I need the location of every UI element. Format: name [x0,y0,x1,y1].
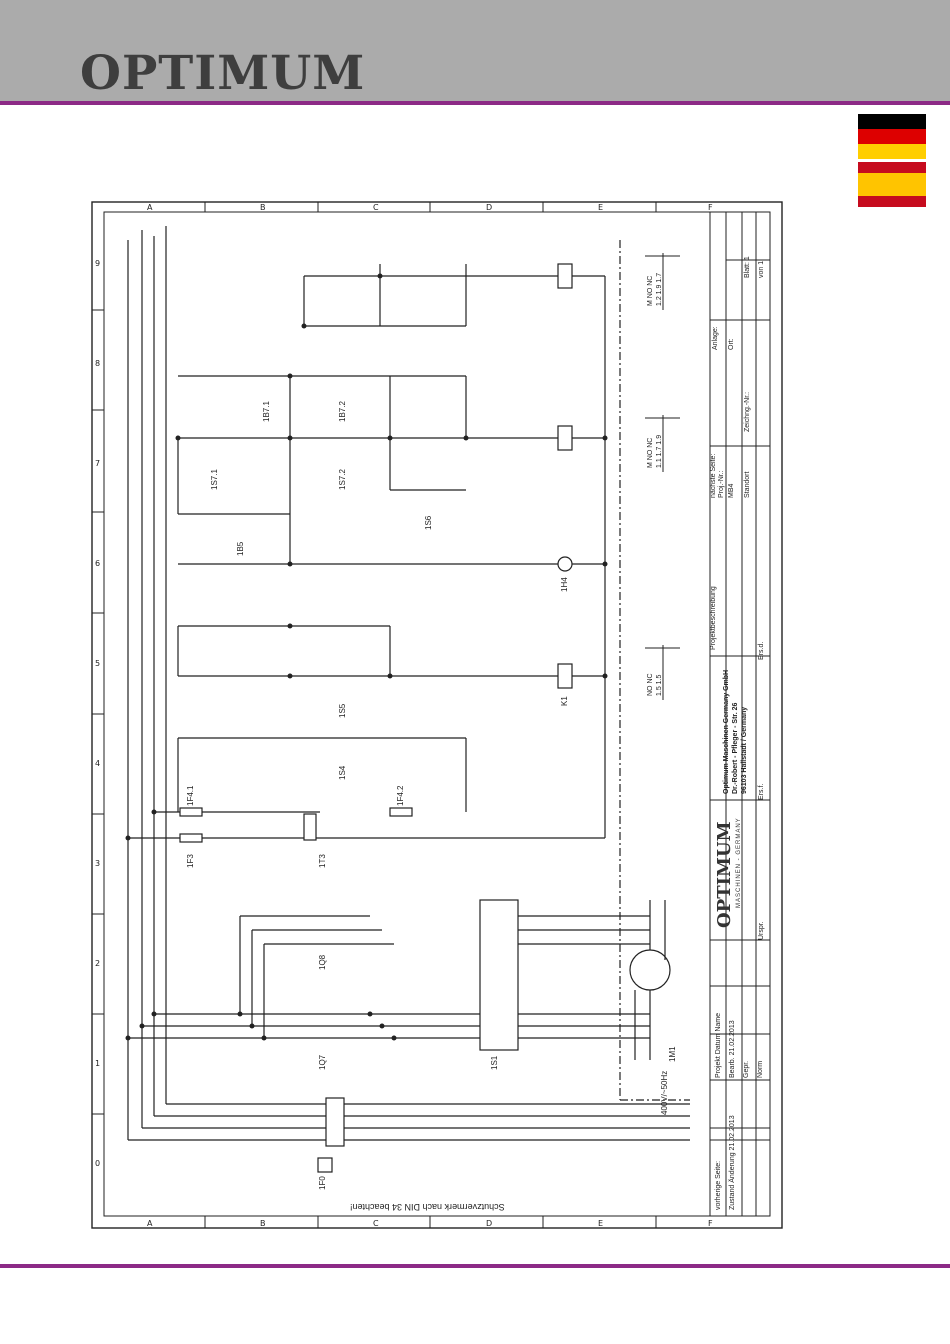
change-row: vorherige Seite: Zustand Änderung 21.02.… [715,1115,736,1210]
svg-text:D: D [486,203,492,212]
protection-note: Schutzvermerk nach DIN 34 beachten! [350,1202,505,1212]
next-page: nächste Seite: [710,453,717,498]
svg-text:B: B [260,1219,266,1228]
svg-text:F: F [708,203,713,212]
footer-rule [0,1264,950,1268]
label-1s7-1: 1S7.1 [210,469,219,490]
svg-text:E: E [598,203,603,212]
lamp-1h4 [557,556,573,572]
svg-text:6: 6 [95,559,100,568]
svg-text:D: D [486,1219,492,1228]
svg-text:7: 7 [95,459,100,468]
coil-k1 [557,663,573,689]
label-1s6: 1S6 [424,515,433,530]
ers-d: Ers.d. [758,641,765,660]
plant: Anlage: [712,326,719,350]
german-flag-icon[interactable] [858,114,926,159]
project-description: Projektbeschreibung [710,586,717,650]
svg-text:E: E [598,1219,603,1228]
svg-text:0: 0 [95,1159,100,1168]
location: Standort [744,471,751,498]
contact-table-1q7: M NO NC 1.1 1.7 1.9 [647,434,663,468]
model: MB4 [728,483,735,498]
title-block-logo-sub: MASCHINEN - GERMANY [736,817,742,908]
contact-table-1q8: M NO NC 1.2 1.9 1.7 [647,272,663,306]
svg-text:5: 5 [95,659,100,668]
label-1t3: 1T3 [318,854,327,868]
title-block-logo: OPTIMUM [714,821,735,928]
svg-text:B: B [260,203,266,212]
svg-text:2: 2 [95,959,100,968]
spanish-flag-icon[interactable] [858,162,926,207]
svg-text:C: C [373,203,379,212]
label-1s7-2: 1S7.2 [338,469,347,490]
sheet-label: Blatt: 1 [744,256,751,278]
urspr: Urspr. [758,921,765,940]
company-address: Optimum Maschinen Germany GmbH Dr.-Rober… [723,669,748,794]
label-1s4: 1S4 [338,765,347,780]
label-1s1: 1S1 [490,1055,499,1070]
svg-text:F: F [708,1219,713,1228]
of-label: von 1 [758,260,765,278]
proj-nr: Proj.-Nr.: [718,470,725,498]
brand-logo: OPTIMUM [80,46,366,101]
label-1s5: 1S5 [338,703,347,718]
col-A: A [147,203,153,212]
place: Ort: [728,338,735,350]
svg-text:1: 1 [95,1059,100,1068]
label-1f4-1: 1F4.1 [186,785,195,806]
label-1f4-2: 1F4.2 [396,785,405,806]
label-1q8: 1Q8 [318,954,327,970]
svg-text:C: C [373,1219,379,1228]
label-1h4: 1H4 [560,577,569,592]
svg-text:3: 3 [95,859,100,868]
motor-label: 1M1 [668,1046,677,1062]
ers-f: Ers.f. [758,783,765,800]
svg-text:4: 4 [95,759,100,768]
svg-text:A: A [147,1219,153,1228]
label-1f0: 1F0 [318,1176,327,1190]
label-1q7: 1Q7 [318,1054,327,1070]
drawing-nr: Zeichng.-Nr.: [744,391,751,432]
header-bar [0,0,950,101]
svg-text:9: 9 [95,259,100,268]
svg-text:8: 8 [95,359,100,368]
header-rule [0,101,950,105]
label-1b7-1: 1B7.1 [262,401,271,422]
contact-table-k1: NO NC 1.5 1.5 [647,673,663,696]
label-k1: K1 [560,696,569,706]
wiring-diagram: A B C D E F A B C D E F 9 8 7 6 5 4 3 2 1 0 [90,200,784,1230]
coil-1q7 [557,425,573,451]
sheet-frame [91,201,783,1229]
label-1f3: 1F3 [186,854,195,868]
label-1b7-2: 1B7.2 [338,401,347,422]
label-1b5: 1B5 [236,541,245,556]
bearb-row: Projekt Datum Name Bearb. 21.02.2013 Gep… [715,1012,764,1078]
supply-label: 400V/~50Hz [660,1070,669,1115]
coil-1q8 [557,263,573,289]
